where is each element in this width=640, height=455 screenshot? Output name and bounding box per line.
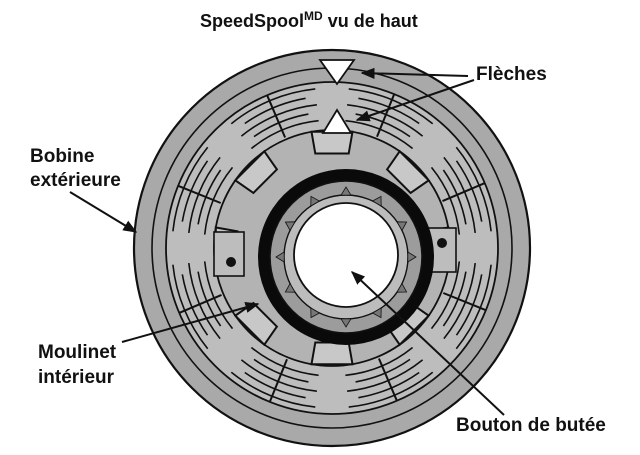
ring-groove-arc [455, 160, 483, 222]
ring-spoke [442, 292, 487, 312]
ring-groove-arc [358, 371, 420, 399]
ring-groove-arc [244, 97, 306, 125]
ring-groove-arc [443, 156, 476, 233]
hub-tooth [371, 195, 382, 207]
ring-groove-arc [442, 271, 467, 327]
plate-notch [310, 341, 354, 366]
title-superscript: MD [304, 9, 323, 23]
label-outer-spool-line1: Bobine [30, 146, 94, 167]
label-arrows: Flèches [476, 64, 547, 85]
ring-arcs [172, 88, 492, 408]
ring-groove-arc [430, 261, 461, 330]
hub-tooth [340, 186, 352, 196]
ring-spoke [377, 358, 398, 402]
ring-spoke [178, 293, 222, 314]
plate-notch [310, 130, 354, 155]
left-post [213, 231, 245, 277]
ring-groove-arc [455, 264, 492, 350]
label-stop-button: Bouton de butée [456, 415, 606, 436]
ring-groove-arc [244, 371, 306, 399]
ring-groove-arc [203, 166, 234, 235]
ring-groove-arc [188, 156, 221, 233]
ring-groove-arc [181, 274, 209, 336]
ring-groove-arc [430, 166, 461, 235]
leader-stop-button [350, 271, 505, 416]
ring-groove-arc [181, 160, 209, 222]
hub-tooth [407, 251, 417, 263]
ring-groove-arc [172, 146, 209, 232]
leader-inner-reel [121, 301, 260, 343]
leader-arrows-outer [360, 67, 469, 79]
ring-spoke [266, 94, 287, 138]
ring-spoke [376, 93, 396, 138]
ring-groove-arc [230, 371, 316, 408]
ring-spoke [268, 358, 288, 403]
hub-tooth [396, 282, 408, 293]
label-inner-reel-line1: Moulinet [38, 342, 117, 363]
title-rest: vu de haut [323, 11, 418, 31]
ring-groove-arc [348, 371, 434, 408]
plate-notch [233, 149, 279, 195]
label-inner-reel-line2: intérieur [38, 367, 115, 388]
stop-button-center[interactable] [293, 202, 399, 308]
plate-notch [233, 301, 279, 347]
hub-tooth [275, 251, 285, 263]
right-post-dot [437, 238, 447, 248]
hub-teeth [275, 186, 417, 328]
ring-spoke [177, 184, 222, 204]
ring-groove-arc [347, 104, 424, 137]
ring-groove-arc [345, 119, 414, 150]
plate-notch [385, 149, 431, 195]
title-main: SpeedSpool [200, 11, 304, 31]
ring-groove-arc [455, 146, 492, 232]
hub-tooth [396, 221, 408, 232]
ring-groove-arc [250, 119, 319, 150]
ring-groove-arc [355, 358, 411, 383]
diagram-title: SpeedSpoolMD vu de haut [200, 9, 418, 31]
ring-groove-arc [197, 169, 222, 225]
ring-groove-arc [443, 263, 476, 340]
ring-groove-arc [348, 88, 434, 125]
ring-groove-arc [455, 274, 483, 336]
ring-groove-arc [442, 169, 467, 225]
hub-tooth [310, 195, 321, 207]
left-post-dot [226, 257, 236, 267]
leader-outer-spool [69, 191, 138, 233]
ring-groove-arc [188, 263, 221, 340]
ring-groove-arc [203, 261, 234, 330]
ring-spoke [442, 182, 486, 203]
hub-tooth [284, 221, 296, 232]
ring-groove-arc [253, 358, 309, 383]
ring-groove-arc [230, 88, 316, 125]
ring-spokes [177, 93, 487, 403]
ring-groove-arc [347, 359, 424, 392]
ring-groove-arc [197, 271, 222, 327]
label-outer-spool-line2: extérieure [30, 170, 121, 191]
ring-groove-arc [240, 359, 317, 392]
hub-tooth [340, 318, 352, 328]
leader-arrows-inner [355, 79, 475, 122]
left-post-body [213, 231, 245, 277]
inner-arrow-icon [321, 108, 353, 134]
ring-groove-arc [240, 104, 317, 137]
ring-groove-arc [250, 346, 319, 377]
ring-groove-arc [172, 264, 209, 350]
ring-groove-arc [345, 346, 414, 377]
ring-groove-arc [253, 113, 309, 138]
hub-tooth [310, 307, 321, 319]
hub-tooth [284, 282, 296, 293]
hub-tooth [371, 307, 382, 319]
outer-arrow-icon [318, 59, 356, 86]
